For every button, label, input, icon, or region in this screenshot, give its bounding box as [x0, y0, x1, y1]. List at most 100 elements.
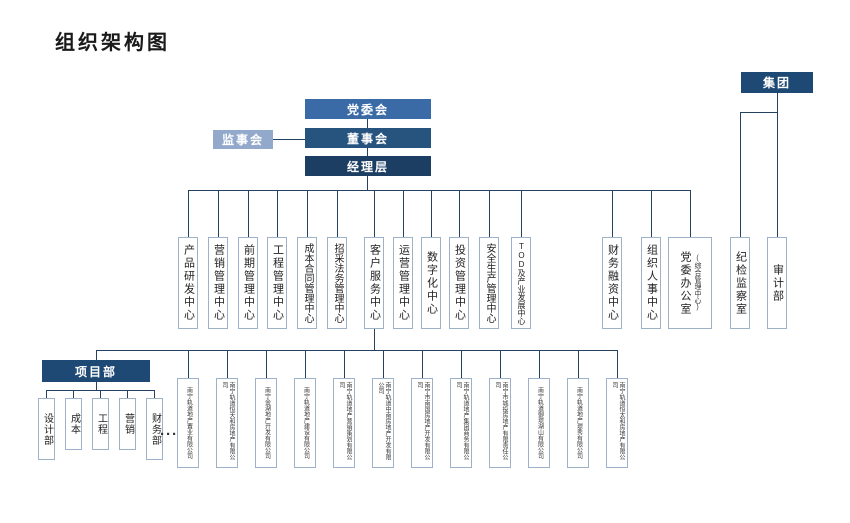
- department-box: 成本合同管理中心: [297, 237, 317, 329]
- project-section-label: 工程: [95, 413, 107, 435]
- department-box: 投资管理中心: [449, 237, 469, 329]
- connector: [154, 390, 155, 398]
- connector: [273, 139, 305, 140]
- department-label: 投资管理中心: [453, 244, 466, 322]
- subsidiary-label: 南宁轨道地产营销策划有限公司: [338, 382, 351, 460]
- subsidiary-label: 南宁轨道地产集团商务有限公司: [455, 382, 468, 460]
- project-section-box: 成本: [65, 398, 82, 450]
- audit-box: 审计部: [767, 237, 787, 329]
- subsidiary-label: 南宁轨道恒天和房地产有限公司: [221, 382, 234, 460]
- subsidiary-box: 南宁市城投房地产有限责任公司: [489, 378, 511, 468]
- subsidiary-label: 南宁轨道地产建设有限公司: [302, 387, 309, 459]
- subsidiary-label: 南宁金湖地产开发有限公司: [263, 387, 270, 459]
- department-box: 安全生产管理中心: [479, 237, 499, 329]
- department-label: 工程管理中心: [271, 244, 284, 322]
- connector: [344, 350, 345, 378]
- connector: [266, 350, 267, 378]
- project-section-label: 财务部: [149, 412, 161, 446]
- subsidiary-box: 南宁轨道恒太和房地产有限公司: [606, 378, 628, 468]
- connector: [374, 329, 375, 350]
- subsidiary-box: 南宁轨道地产营销策划有限公司: [333, 378, 355, 468]
- connector: [500, 350, 501, 378]
- connector: [374, 190, 375, 237]
- department-label: 运营管理中心: [397, 244, 410, 322]
- department-label: TOD及产业发展中心: [517, 241, 526, 325]
- connector: [96, 350, 97, 360]
- connector: [96, 350, 618, 351]
- connector: [367, 148, 368, 156]
- connector: [521, 190, 522, 237]
- subsidiary-box: 南宁金湖地产开发有限公司: [255, 378, 277, 468]
- party-committee-box: 党委会: [305, 99, 431, 119]
- project-department-box: 项目部: [42, 360, 150, 382]
- connector: [612, 190, 613, 237]
- connector: [277, 190, 278, 237]
- subsidiary-box: 南宁轨道地产置业有限公司: [177, 378, 199, 468]
- department-box: 数字化中心: [421, 237, 441, 329]
- connector: [127, 390, 128, 398]
- project-section-box: 营销: [119, 398, 136, 450]
- connector: [227, 350, 228, 378]
- subsidiary-label: 南宁市南国房地产开发有限公司: [416, 382, 429, 460]
- connector: [539, 350, 540, 378]
- subsidiary-label: 南宁轨道恒太和房地产有限公司: [611, 382, 624, 460]
- department-label: 前期管理中心: [242, 244, 255, 322]
- department-box: 产品研发中心: [178, 237, 198, 329]
- connector: [422, 350, 423, 378]
- connector: [188, 190, 690, 191]
- connector: [459, 190, 460, 237]
- subsidiary-box: 南宁轨道恒天和房地产有限公司: [216, 378, 238, 468]
- subsidiary-label: 南宁轨道中南房地产开发有限公司: [377, 382, 390, 460]
- connector: [383, 350, 384, 378]
- group-box: 集团: [741, 72, 813, 93]
- project-section-box: 财务部: [146, 398, 163, 460]
- connector: [489, 190, 490, 237]
- connector: [305, 350, 306, 378]
- department-label: 组织人事中心: [645, 244, 658, 322]
- connector: [73, 390, 74, 398]
- department-box: 招采法务管理中心: [327, 237, 347, 329]
- page-title: 组织架构图: [55, 32, 170, 54]
- department-box: 工程管理中心: [267, 237, 287, 329]
- connector: [46, 390, 47, 398]
- department-box: 财务融资中心: [602, 237, 622, 329]
- management-box: 经理层: [305, 156, 431, 176]
- department-label: 招采法务管理中心: [332, 243, 343, 323]
- connector: [777, 93, 778, 237]
- connector: [431, 190, 432, 237]
- discipline-inspection-box: 纪检监察室: [730, 237, 750, 329]
- connector: [100, 390, 101, 398]
- connector: [651, 190, 652, 237]
- department-label: 数字化中心: [425, 250, 438, 316]
- connector: [188, 190, 189, 237]
- department-box: 客户服务中心: [364, 237, 384, 329]
- department-box: TOD及产业发展中心: [511, 237, 531, 329]
- subsidiary-box: 南宁轨道地产建设有限公司: [294, 378, 316, 468]
- connector: [690, 190, 691, 237]
- subsidiary-box: 南宁轨道地产璟秀有限公司: [567, 378, 589, 468]
- connector: [337, 190, 338, 237]
- subsidiary-box: 南宁轨道中南房地产开发有限公司: [372, 378, 394, 468]
- connector: [617, 350, 618, 378]
- connector: [96, 382, 97, 390]
- discipline-inspection-label: 纪检监察室: [734, 250, 747, 316]
- connector: [367, 176, 368, 190]
- department-label: 营销管理中心: [212, 244, 225, 322]
- project-section-box: 设计部: [38, 398, 55, 460]
- party-office-note: (综合管理中心): [694, 255, 701, 311]
- audit-label: 审计部: [771, 263, 784, 303]
- department-box: 营销管理中心: [208, 237, 228, 329]
- project-section-label: 营销: [122, 413, 134, 435]
- project-section-label: 成本: [68, 413, 80, 435]
- connector: [740, 112, 741, 237]
- department-box: 运营管理中心: [393, 237, 413, 329]
- more-sections-ellipsis: ···: [160, 426, 178, 443]
- subsidiary-box: 南宁轨道地产集团商务有限公司: [450, 378, 472, 468]
- connector: [188, 350, 189, 378]
- party-office-box: 党委办公室 (综合管理中心): [668, 237, 712, 329]
- connector: [403, 190, 404, 237]
- connector: [307, 190, 308, 237]
- project-section-label: 设计部: [41, 412, 53, 446]
- department-label: 财务融资中心: [606, 244, 619, 322]
